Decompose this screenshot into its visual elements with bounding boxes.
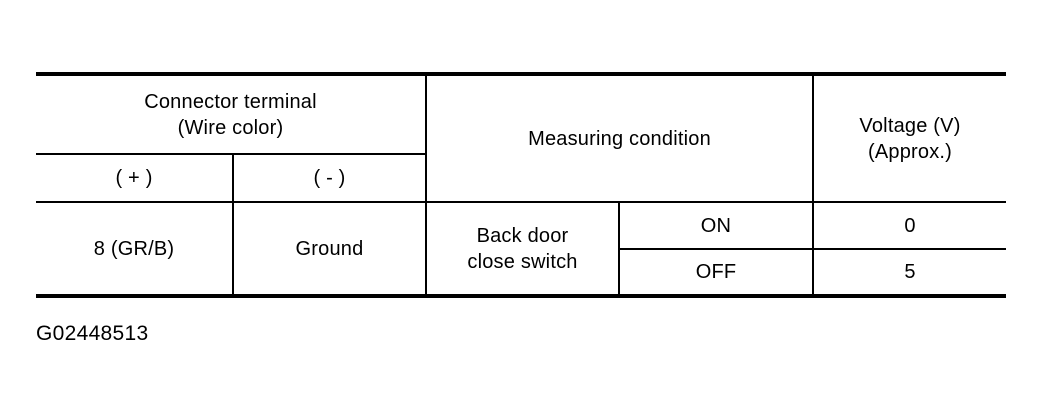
header-divider-rule xyxy=(36,153,425,155)
header-polarity-positive: ( + ) xyxy=(115,167,153,189)
header-body-divider-rule xyxy=(36,201,1006,203)
cell-terminal-value: 8 (GR/B) xyxy=(93,237,175,260)
cell-voltage-on: 0 xyxy=(904,214,916,237)
polarity-column-divider xyxy=(232,153,234,296)
cell-switch-state-off: OFF xyxy=(695,261,737,283)
switch-state-column-divider xyxy=(618,201,620,296)
header-voltage: Voltage (V) (Approx.) xyxy=(859,114,961,163)
voltage-column-divider xyxy=(812,74,814,296)
cell-voltage-off: 5 xyxy=(904,261,916,283)
specification-table: Connector terminal (Wire color) ( + ) ( … xyxy=(36,72,1006,298)
cell-ground-value: Ground xyxy=(295,237,364,260)
cell-switch-state-on: ON xyxy=(700,214,732,237)
header-polarity-negative: ( - ) xyxy=(313,167,346,189)
header-measuring-condition: Measuring condition xyxy=(528,127,711,150)
header-connector-terminal: Connector terminal (Wire color) xyxy=(144,90,317,139)
cell-measuring-condition-value: Back door close switch xyxy=(467,224,578,273)
figure-caption: G02448513 xyxy=(36,322,149,345)
measuring-condition-divider xyxy=(425,74,427,296)
table-top-border xyxy=(36,72,1006,76)
table-bottom-border xyxy=(36,294,1006,298)
